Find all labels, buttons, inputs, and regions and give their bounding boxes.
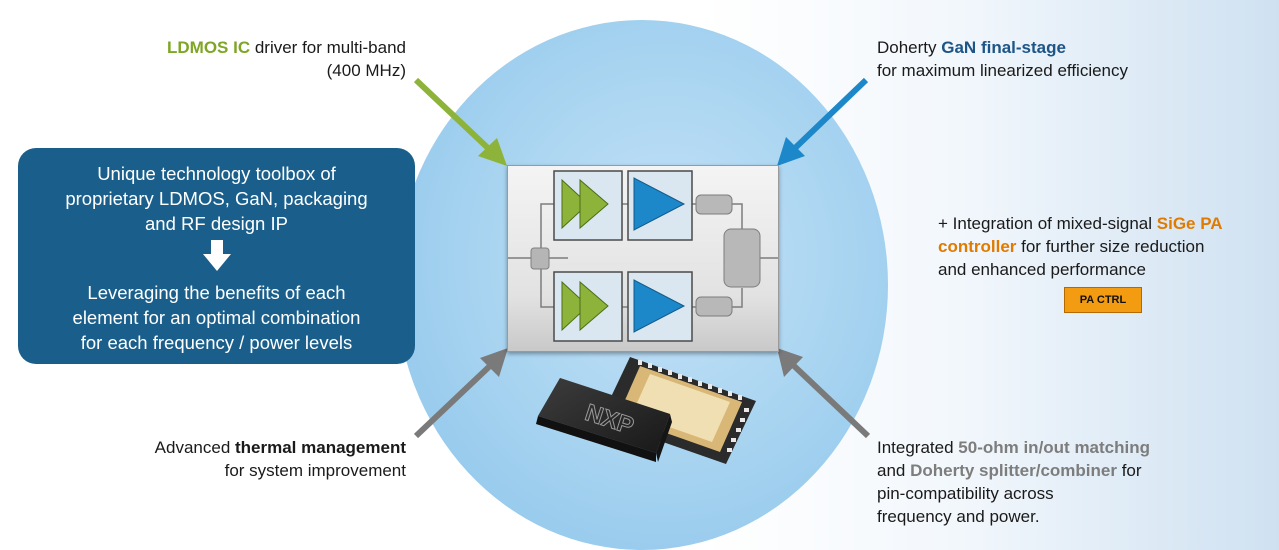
gan-prefix: Doherty [877,38,942,57]
matching-highlight: 50-ohm in/out matching [958,438,1151,457]
sige-line2-rest: for further size reduction [1016,237,1205,256]
toolbox-line2: proprietary LDMOS, GaN, packaging [65,188,368,209]
thermal-line2: for system improvement [224,461,406,480]
sige-highlight: SiGe PA [1156,214,1223,233]
toolbox-line6: for each frequency / power levels [80,332,353,353]
thermal-highlight: thermal management [235,438,406,457]
sige-line3: and enhanced performance [938,260,1146,279]
gan-final-top [627,170,693,241]
splitter-block [530,247,550,270]
callout-sige: + Integration of mixed-signal SiGe PA co… [938,212,1278,281]
sige-prefix: + Integration of mixed-signal [938,214,1157,233]
pa-module-schematic [488,165,798,352]
matching-block-bottom [695,296,733,317]
down-arrow-icon [203,240,231,271]
gan-highlight: GaN [941,38,977,57]
ldmos-line2: (400 MHz) [326,61,406,80]
matching-line4: frequency and power. [877,507,1040,526]
combiner-block [723,228,761,288]
gan-final-bottom [627,271,693,342]
ldmos-driver-top [553,170,623,241]
matching-arrow [777,348,871,439]
thermal-arrow [413,348,508,439]
callout-thermal: Advanced thermal management for system i… [90,436,406,482]
matching-block-top [695,194,733,215]
callout-matching: Integrated 50-ohm in/out matching and Do… [877,436,1237,528]
ldmos-driver-bottom [553,271,623,342]
gan-line2: for maximum linearized efficiency [877,61,1128,80]
callout-gan: Doherty GaN final-stage for maximum line… [877,36,1207,82]
toolbox-box: Unique technology toolbox of proprietary… [18,148,415,364]
chip-nxp: NXP [536,378,672,462]
chip-packages: NXP [536,357,756,464]
ldmos-text: driver for multi-band [250,38,406,57]
matching-prefix: Integrated [877,438,959,457]
splitter-highlight: Doherty splitter/combiner [910,461,1117,480]
thermal-prefix: Advanced [154,438,235,457]
toolbox-line5: element for an optimal combination [72,307,361,328]
ldmos-arrow [413,77,507,166]
pa-ctrl-badge: PA CTRL [1064,287,1142,313]
matching-line3: pin-compatibility across [877,484,1054,503]
toolbox-line3: and RF design IP [145,213,288,234]
ldmos-highlight: LDMOS IC [167,38,251,57]
final-stage-highlight: final-stage [976,38,1066,57]
arrows-layer [413,77,871,439]
toolbox-line4: Leveraging the benefits of each [87,282,346,303]
chip-gold [600,357,756,464]
callout-ldmos: LDMOS IC driver for multi-band (400 MHz) [120,36,406,82]
matching-for: for [1116,461,1142,480]
gan-arrow [777,77,869,166]
toolbox-line1: Unique technology toolbox of [97,163,336,184]
matching-and: and [877,461,911,480]
controller-highlight: controller [938,237,1017,256]
schematic-diagram [488,170,798,342]
